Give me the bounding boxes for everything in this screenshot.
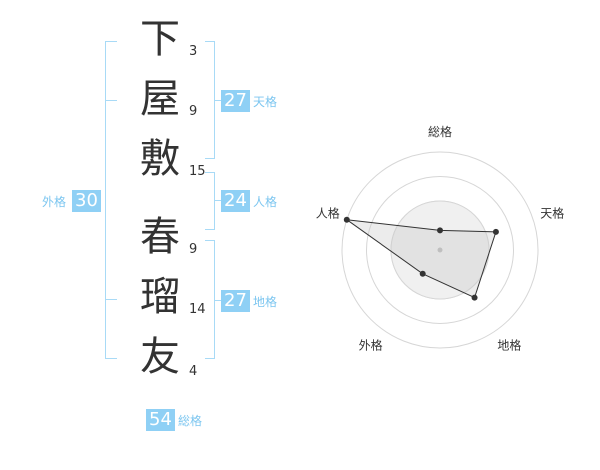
stroke-count: 15	[189, 164, 206, 179]
stroke-count: 4	[189, 364, 198, 379]
name-char: 瑠	[140, 274, 180, 320]
name-char: 友	[140, 334, 180, 380]
chikaku-bracket	[205, 240, 215, 359]
tenkaku-connector	[215, 100, 221, 101]
radar-axis-label: 天格	[540, 206, 564, 221]
radar-axis-label: 地格	[497, 337, 521, 352]
radar-series-area	[346, 219, 497, 299]
stroke-count: 3	[189, 44, 198, 59]
soukaku-label: 総格	[178, 414, 203, 428]
tenkaku-label: 天格	[253, 95, 278, 109]
radar-ring	[366, 176, 514, 324]
stroke-count: 9	[189, 242, 198, 257]
gaikaku-bracket-tick	[105, 100, 117, 101]
soukaku-value: 54	[146, 409, 175, 431]
name-char: 敷	[140, 136, 180, 182]
name-char: 春	[140, 214, 180, 260]
chikaku-label: 地格	[253, 295, 278, 309]
gaikaku-value: 30	[72, 190, 101, 212]
jinkaku-connector	[215, 200, 221, 201]
stroke-count: 14	[189, 302, 206, 317]
radar-point-1	[437, 227, 443, 234]
radar-point-5	[343, 216, 350, 223]
gaikaku-label: 外格	[42, 195, 67, 209]
name-char: 屋	[140, 76, 180, 122]
chikaku-value: 27	[221, 290, 250, 312]
jinkaku-value: 24	[221, 190, 250, 212]
radar-point-2	[492, 228, 499, 235]
radar-point-3	[471, 294, 478, 301]
radar-center	[437, 247, 443, 253]
radar-point-4	[419, 270, 426, 277]
radar-ring	[341, 151, 539, 349]
radar-axis-label: 人格	[316, 206, 340, 221]
tenkaku-bracket	[205, 41, 215, 159]
name-char: 下	[140, 16, 180, 62]
chikaku-connector	[215, 300, 221, 301]
stroke-count: 9	[189, 104, 198, 119]
gaikaku-bracket	[105, 41, 117, 359]
gaikaku-bracket-tick	[105, 299, 117, 300]
radar-axis-label: 総格	[428, 124, 452, 139]
tenkaku-value: 27	[221, 90, 250, 112]
radar-axis-label: 外格	[359, 337, 383, 352]
jinkaku-bracket	[205, 172, 215, 230]
jinkaku-label: 人格	[253, 195, 278, 209]
